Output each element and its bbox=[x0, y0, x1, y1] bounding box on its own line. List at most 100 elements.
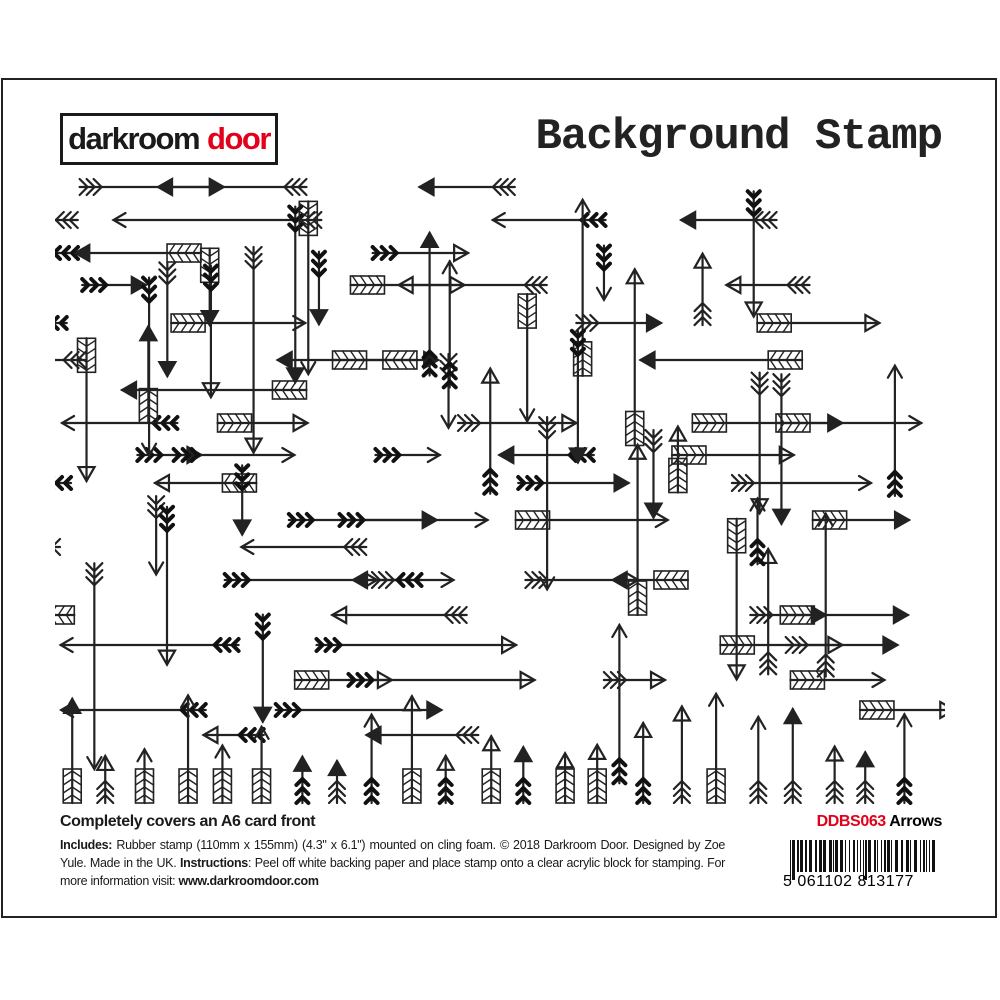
arrow-icon bbox=[513, 744, 534, 805]
arrow-icon bbox=[252, 612, 273, 724]
barcode-bar bbox=[865, 840, 867, 880]
arrow-icon bbox=[346, 670, 537, 690]
barcode-bar bbox=[881, 840, 882, 872]
barcode-bar bbox=[901, 840, 903, 872]
arrow-icon bbox=[62, 696, 83, 805]
arrow-icon bbox=[363, 712, 380, 805]
barcode-bar bbox=[853, 840, 855, 872]
arrow-icon bbox=[610, 570, 690, 590]
barcode-bar bbox=[805, 840, 807, 872]
barcode-bar bbox=[906, 840, 909, 872]
barcode-bar bbox=[849, 840, 850, 872]
arrow-icon bbox=[490, 211, 608, 229]
arrow-icon bbox=[774, 413, 924, 433]
arrow-icon bbox=[232, 463, 253, 537]
arrow-icon bbox=[155, 177, 308, 197]
arrow-icon bbox=[292, 754, 313, 805]
includes-label: Includes: bbox=[60, 838, 113, 852]
barcode-bar bbox=[884, 840, 886, 872]
arrow-icon bbox=[789, 670, 887, 690]
website-link[interactable]: www.darkroomdoor.com bbox=[178, 874, 319, 888]
arrow-icon bbox=[216, 413, 310, 433]
product-name: Arrows bbox=[889, 813, 942, 830]
arrow-icon bbox=[419, 230, 440, 378]
product-title: Background Stamp bbox=[535, 112, 943, 162]
arrow-icon bbox=[587, 742, 608, 805]
arrow-icon bbox=[364, 725, 480, 745]
barcode-bar bbox=[877, 840, 878, 872]
barcode-bar bbox=[923, 840, 925, 872]
arrow-icon bbox=[178, 693, 198, 805]
barcode-bar bbox=[857, 840, 858, 872]
logo-text-dark: darkroom bbox=[68, 121, 200, 156]
arrow-icon bbox=[627, 442, 648, 617]
arrow-icon bbox=[314, 635, 519, 655]
arrow-icon bbox=[824, 744, 845, 805]
arrow-icon bbox=[95, 753, 116, 805]
arrows-stamp-pattern bbox=[55, 177, 945, 805]
arrow-icon bbox=[706, 691, 726, 805]
arrow-icon bbox=[243, 245, 264, 455]
arrow-icon bbox=[55, 475, 74, 491]
arrow-icon bbox=[80, 275, 149, 295]
barcode-bar bbox=[891, 840, 892, 872]
arrow-icon bbox=[55, 315, 69, 331]
arrow-icon bbox=[633, 720, 654, 805]
arrow-icon bbox=[726, 517, 747, 682]
arrow-icon bbox=[350, 570, 424, 590]
arrow-icon bbox=[678, 210, 778, 230]
arrow-icon bbox=[896, 712, 913, 805]
barcode-bar bbox=[895, 840, 898, 872]
arrow-icon bbox=[481, 734, 502, 805]
arrow-icon bbox=[517, 292, 537, 424]
arrow-icon bbox=[624, 267, 645, 447]
arrow-icon bbox=[58, 636, 241, 654]
arrow-icon bbox=[309, 249, 329, 327]
arrow-icon bbox=[212, 743, 233, 805]
barcode bbox=[790, 840, 935, 880]
arrow-icon bbox=[373, 446, 442, 464]
stamp-card bbox=[1, 78, 997, 918]
instructions-label: Instructions bbox=[180, 856, 248, 870]
barcode-bar bbox=[829, 840, 832, 872]
arrow-icon bbox=[749, 714, 768, 805]
arrow-icon bbox=[329, 605, 468, 625]
arrow-icon bbox=[779, 605, 911, 625]
arrow-icon bbox=[595, 243, 613, 302]
headline: Completely covers an A6 card front bbox=[60, 813, 316, 830]
arrow-icon bbox=[730, 473, 874, 493]
arrow-icon bbox=[811, 510, 912, 530]
barcode-bar bbox=[792, 840, 795, 880]
arrow-icon bbox=[58, 701, 208, 719]
barcode-bar bbox=[819, 840, 822, 872]
arrow-icon bbox=[602, 670, 668, 690]
arrow-icon bbox=[201, 263, 221, 400]
arrow-icon bbox=[55, 605, 76, 625]
arrow-icon bbox=[73, 243, 203, 263]
arrow-icon bbox=[298, 200, 319, 377]
arrow-icon bbox=[59, 414, 180, 432]
arrow-icon bbox=[76, 337, 97, 484]
arrow-icon bbox=[743, 189, 764, 319]
includes-text: Rubber stamp (110mm x 155mm) (4.3" x 6.1… bbox=[60, 838, 725, 870]
arrow-icon bbox=[756, 313, 882, 333]
barcode-bar bbox=[868, 840, 871, 872]
arrow-icon bbox=[157, 504, 177, 667]
arrow-icon bbox=[692, 251, 713, 327]
description: Includes: Rubber stamp (110mm x 155mm) (… bbox=[60, 836, 725, 890]
arrow-icon bbox=[55, 245, 81, 261]
arrow-icon bbox=[555, 751, 575, 805]
barcode-bar bbox=[860, 840, 861, 872]
arrow-icon bbox=[855, 750, 876, 805]
arrow-icon bbox=[85, 562, 104, 772]
arrow-icon bbox=[134, 747, 155, 805]
arrow-icon bbox=[749, 371, 770, 516]
product-sku: DDBS063 bbox=[816, 813, 887, 830]
arrow-icon bbox=[402, 693, 422, 805]
arrow-icon bbox=[567, 328, 588, 465]
barcode-bar bbox=[874, 840, 876, 872]
arrow-icon bbox=[538, 416, 557, 592]
arrow-icon bbox=[275, 350, 419, 370]
arrow-icon bbox=[643, 428, 664, 520]
